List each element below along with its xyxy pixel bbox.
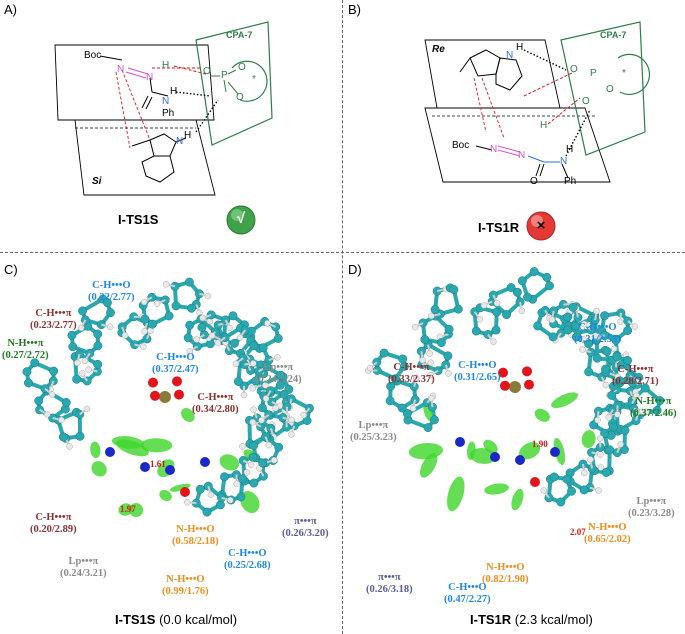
panel-b-o3: O [582,96,590,107]
panel-b-ph: Ph [564,176,577,187]
panel-d-interaction-label: C-H•••π(0.33/2.37) [388,362,435,385]
panel-b-h-ind: H [516,42,524,53]
panel-b-n3: N [560,156,568,167]
panel-b-h-mid: H [540,120,548,131]
panel-b-face: Re [432,44,445,55]
panel-b-caption: I-TS1R [478,220,520,235]
panel-b-h3: H [566,144,574,155]
panel-a-o1: O [203,66,211,77]
panel-b-n1: N [490,144,498,155]
panel-a-face: Si [92,176,102,187]
panel-d-caption: I-TS1R (2.3 kcal/mol) [470,612,593,627]
panel-a-o3: O [236,92,244,103]
panel-b-letter: B) [348,2,361,17]
panel-a-o2: O [238,62,246,73]
panel-b-o1: O [570,64,578,75]
panel-a-n2: N [146,72,154,83]
panel-a-n1: N [117,64,125,75]
panel-c-interaction-label: π•••π(0.26/3.20) [282,516,329,539]
panel-d-molecule-render [365,267,665,512]
panel-b-cross-icon: × [536,217,546,234]
panel-d-letter: D) [348,262,362,277]
panel-a-p: P [221,70,228,81]
panel-d-interaction-label: Lp•••π(0.23/3.28) [628,496,675,519]
panel-b-star: * [622,68,626,79]
panel-a-n4: N [176,136,184,147]
panel-a-upper-plane [54,44,215,121]
panel-c-interaction-label: Lp•••π(0.24/3.24) [255,362,302,385]
panel-a-h2: H [170,86,178,97]
panel-d-interaction-label: π•••π(0.26/3.18) [366,572,413,595]
panel-c-interaction-label: Lp•••π(0.24/3.21) [60,556,107,579]
panel-b-n2: N [518,150,526,161]
panel-d-interaction-label: N-H•••π(0.37/2.46) [630,396,677,419]
panel-d-interaction-label: C-H•••π(0.28/2.71) [612,364,659,387]
panel-d-distance-2: 2.07 [570,527,586,537]
panel-c-interaction-label: C-H•••π(0.20/2.89) [30,512,77,535]
panel-d-interaction-label: N-H•••O(0.82/1.90) [482,562,529,585]
panel-c-interaction-label: C-H•••O(0.37/2.47) [152,352,199,375]
panel-b-cpa-label: CPA-7 [600,30,627,40]
panel-a-caption: I-TS1S [118,212,159,227]
panel-b-lower-plane [424,107,611,183]
vertical-divider [342,0,343,634]
panel-b-boc: Boc [452,140,470,151]
panel-c-interaction-label: C-H•••π(0.23/2.77) [30,308,77,331]
panel-c-interaction-label: C-H•••O(0.25/2.68) [224,548,271,571]
panel-b-p: P [590,68,597,79]
panel-b-cpa-plane [560,21,646,156]
panel-c-molecule-render [22,277,314,518]
panel-a-cpa-label: CPA-7 [226,30,253,40]
panel-d-interaction-label: C-H•••O(0.31/2.53) [574,322,621,345]
panel-c-interaction-label: C-H•••π(0.34/2.80) [192,392,239,415]
panel-b-n-ind: N [506,50,514,61]
panel-d-interaction-label: N-H•••O(0.65/2.02) [584,522,631,545]
panel-a-n3: N [162,96,170,107]
panel-a-si-plane [74,119,216,196]
panel-c-distance-1: 1.61 [150,459,166,469]
panel-c-interaction-label: N-H•••O(0.58/2.18) [172,524,219,547]
panel-c-interaction-label: C-H•••O(0.22/2.77) [88,280,135,303]
panel-a-star: * [252,74,256,85]
panel-c-interaction-label: N-H•••O(0.99/1.76) [162,574,209,597]
panel-d-interaction-label: C-H•••O(0.31/2.65) [454,360,501,383]
panel-d-distance-1: 1.90 [532,439,548,449]
panel-d-interaction-label: Lp•••π(0.25/3.23) [350,420,397,443]
panel-c-distance-2: 1.97 [120,504,136,514]
panel-b-o2: O [606,84,614,95]
panel-a-cpa-plane [195,21,273,146]
panel-a-h-top: H [162,60,170,71]
panel-c-interaction-label: N-H•••π(0.27/2.72) [2,338,49,361]
panel-c-letter: C) [4,262,18,277]
panel-a-check-icon: √ [236,210,246,227]
panel-a-letter: A) [4,2,17,17]
panel-a-ph: Ph [162,108,175,119]
panel-b-o-urea: O [530,176,538,187]
panel-d-interaction-label: C-H•••O(0.47/2.27) [444,582,491,605]
panel-a-boc: Boc [84,50,102,61]
panel-a-h3: H [184,130,192,141]
panel-c-caption: I-TS1S (0.0 kcal/mol) [115,612,238,627]
